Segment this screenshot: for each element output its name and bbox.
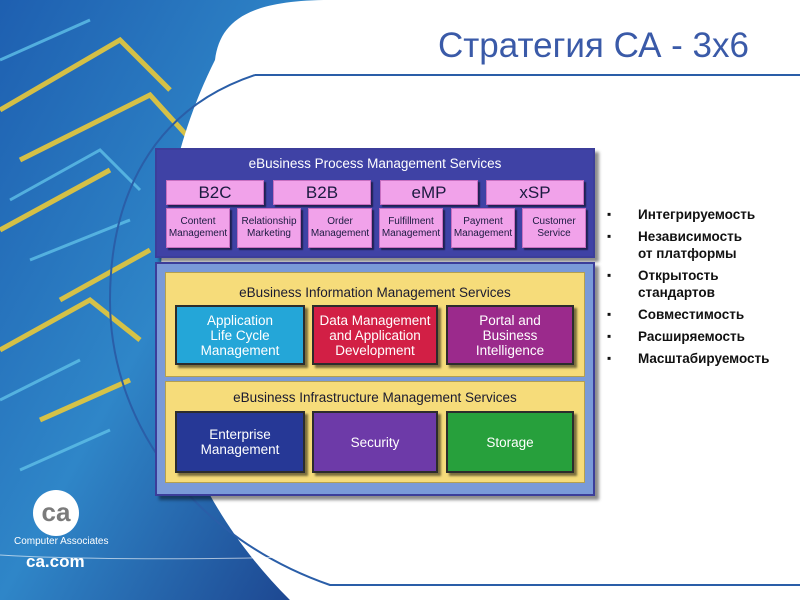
- bullet-square-icon: ▪: [607, 229, 612, 243]
- bullet-text: Совместимость: [638, 307, 745, 322]
- xsp-box: xSP: [486, 180, 584, 205]
- data-management-box: Data Management and Application Developm…: [312, 305, 438, 365]
- content-management-box: Content Management: [166, 208, 230, 248]
- bullet-item: ▪ Расширяемость: [604, 328, 800, 345]
- slide-title: Стратегия СА - 3х6: [438, 26, 749, 65]
- process-management-title: eBusiness Process Management Services: [248, 156, 502, 171]
- security-box: Security: [312, 411, 438, 473]
- portal-bi-box: Portal and Business Intelligence: [446, 305, 574, 365]
- application-lifecycle-box: Application Life Cycle Management: [175, 305, 305, 365]
- infrastructure-management-panel: eBusiness Infrastructure Management Serv…: [165, 381, 585, 483]
- bullet-text: Интегрируемость: [638, 207, 756, 222]
- bullet-text: Независимость от платформы: [638, 229, 742, 261]
- company-name: Computer Associates: [14, 536, 109, 547]
- title-divider: [255, 74, 800, 76]
- process-management-panel: eBusiness Process Management Services B2…: [155, 148, 595, 258]
- bullet-square-icon: ▪: [607, 351, 612, 365]
- company-url: ca.com: [26, 552, 85, 571]
- bullet-square-icon: ▪: [607, 329, 612, 343]
- information-infrastructure-panel: eBusiness Information Management Service…: [155, 262, 595, 496]
- storage-box: Storage: [446, 411, 574, 473]
- bullet-text: Открытость стандартов: [638, 268, 719, 300]
- customer-service-box: Customer Service: [522, 208, 586, 248]
- bullet-item: ▪ Открытость стандартов: [604, 267, 800, 301]
- bullet-square-icon: ▪: [607, 268, 612, 282]
- bullet-item: ▪ Независимость от платформы: [604, 228, 800, 262]
- bullet-square-icon: ▪: [607, 307, 612, 321]
- relationship-marketing-box: Relationship Marketing: [237, 208, 301, 248]
- infrastructure-management-title: eBusiness Infrastructure Management Serv…: [233, 390, 517, 405]
- bullet-text: Расширяемость: [638, 329, 745, 344]
- bullet-item: ▪ Интегрируемость: [604, 206, 800, 223]
- bullet-text: Масштабируемость: [638, 351, 770, 366]
- b2b-box: B2B: [273, 180, 371, 205]
- information-management-title: eBusiness Information Management Service…: [239, 285, 511, 300]
- emp-box: eMP: [380, 180, 478, 205]
- fulfillment-management-box: Fulfillment Management: [379, 208, 443, 248]
- ca-logo: ca: [33, 490, 79, 536]
- payment-management-box: Payment Management: [451, 208, 515, 248]
- information-management-panel: eBusiness Information Management Service…: [165, 272, 585, 377]
- enterprise-management-box: Enterprise Management: [175, 411, 305, 473]
- feature-bullet-list: ▪ Интегрируемость ▪ Независимость от платф…: [604, 206, 800, 372]
- order-management-box: Order Management: [308, 208, 372, 248]
- bullet-item: ▪ Масштабируемость: [604, 350, 800, 367]
- b2c-box: B2C: [166, 180, 264, 205]
- bullet-item: ▪ Совместимость: [604, 306, 800, 323]
- bullet-square-icon: ▪: [607, 207, 612, 221]
